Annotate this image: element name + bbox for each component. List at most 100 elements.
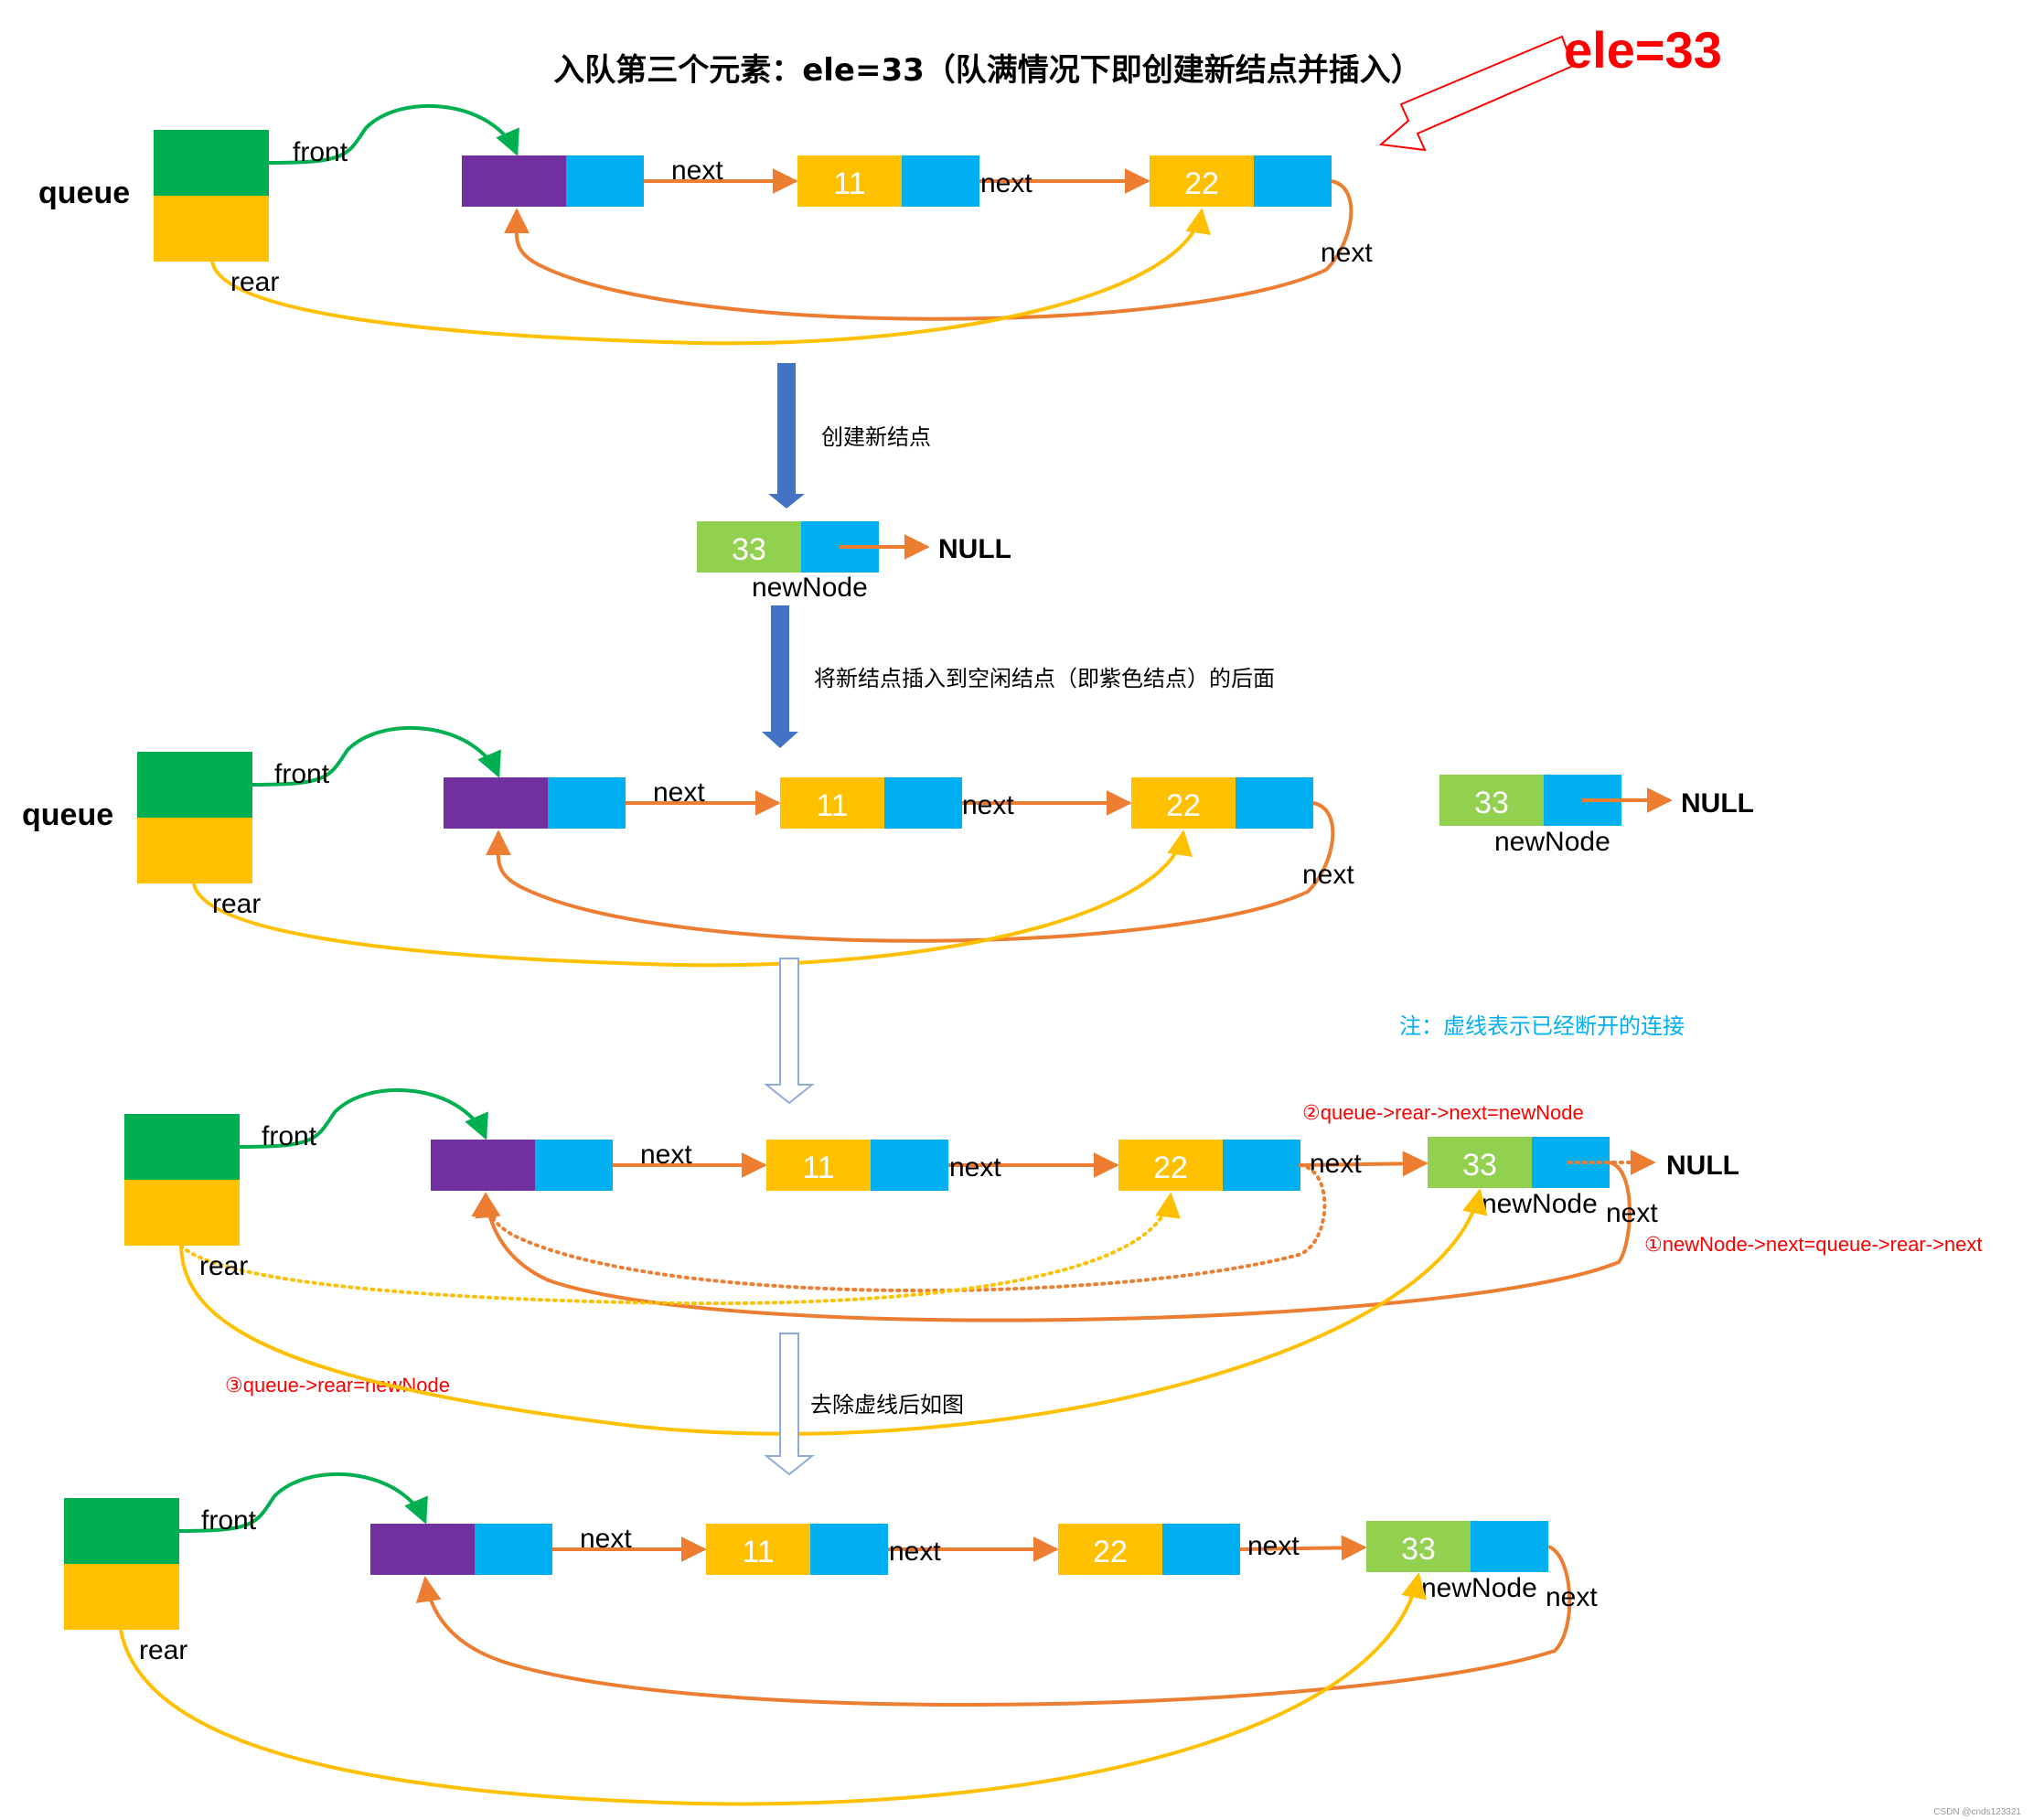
node-11-value: 11 [816,788,848,823]
new-node-data [1366,1521,1471,1572]
node-11-next [884,777,962,829]
next-label: next [1310,1149,1362,1179]
node-11-data [706,1524,810,1575]
rear-label: rear [212,889,261,919]
broken-rear-link [179,1192,1181,1306]
new-node-label: newNode [1421,1573,1537,1603]
node-11-value: 11 [742,1535,774,1569]
step-create-node: 创建新结点 33 NULL newNode [697,363,1011,603]
next-label: next [980,168,1033,198]
node-11-value: 11 [833,166,865,201]
next-label: next [1247,1531,1300,1561]
node-22-next [1223,1140,1300,1191]
front-arrow [239,1087,488,1149]
annotation-step-3: ③queue->rear=newNode [225,1374,450,1397]
annotation-step-2: ②queue->rear->next=newNode [1302,1101,1584,1124]
queue-rear-cell [154,196,269,262]
circular-next-arrow [503,179,1354,321]
next-label: next [949,1152,1001,1183]
empty-node-data [431,1140,535,1191]
node-22-next [1236,777,1313,829]
next-label: next [580,1524,632,1554]
empty-node-next [566,155,644,207]
new-node-next [1471,1521,1548,1572]
step-label: 去除虚线后如图 [810,1392,964,1418]
ele-pointer-arrow [1378,35,1575,152]
queue-label: queue [22,798,113,832]
queue-front-cell [124,1114,240,1180]
rear-arrow [119,1572,1427,1806]
watermark: CSDN @cnds123321 [1933,1807,2021,1817]
panel-linking-steps: 11 22 33 newNode NULL ②queue->rear->next… [124,1087,1983,1436]
queue-label: queue [38,176,130,210]
next-label: next [1302,860,1354,890]
new-node-label: newNode [1482,1189,1598,1219]
new-node-data [1428,1137,1532,1188]
broken-circular-link [471,1163,1327,1293]
next-arrow [1239,1535,1367,1561]
node-11-data [780,777,884,829]
queue-rear-cell [137,818,252,883]
new-node-label: newNode [752,573,868,603]
empty-node-data [444,777,548,829]
new-node-value: 33 [1462,1148,1497,1183]
front-label: front [293,137,348,167]
circular-next-arrow [415,1545,1572,1707]
front-arrow [178,1472,428,1533]
empty-node-next [475,1524,552,1575]
null-label: NULL [1666,1151,1739,1181]
diagram-title: 入队第三个元素：ele=33（队满情况下即创建新结点并插入） [553,52,1422,89]
step-down-arrow [762,605,798,748]
front-label: front [274,759,330,789]
node-11-value: 11 [802,1151,834,1185]
node-22-next [1254,155,1332,207]
node-22-data [1150,155,1254,207]
panel-initial-state: queue 11 22 front next next next rear [38,103,1373,346]
node-22-data [1058,1524,1162,1575]
panel-final-state: 11 22 33 newNode front next next next ne… [64,1472,1598,1806]
new-next-link [1300,1151,1428,1177]
circular-next-arrow [485,801,1335,943]
node-22-value: 22 [1093,1535,1128,1569]
annotation-step-1: ①newNode->next=queue->rear->next [1644,1233,1983,1256]
null-label: NULL [938,534,1011,564]
new-node-value: 33 [732,532,766,567]
step-down-arrow [768,363,805,509]
front-label: front [262,1121,317,1151]
dashed-note: 注：虚线表示已经断开的连接 [1399,1013,1685,1039]
queue-front-cell [64,1498,179,1564]
rear-label: rear [230,267,279,297]
new-circular-link [475,1161,1632,1322]
new-node-data [1439,775,1544,826]
rear-arrow [192,830,1193,968]
node-11-data [766,1140,871,1191]
new-node-value: 33 [1401,1532,1436,1567]
queue-rear-cell [124,1180,240,1246]
queue-front-cell [154,130,269,196]
new-node-data [697,521,801,573]
node-22-value: 22 [1184,166,1219,201]
node-22-data [1131,777,1236,829]
rear-arrow [210,208,1211,346]
empty-node-next [535,1140,613,1191]
queue-front-cell [137,752,252,818]
node-22-value: 22 [1153,1151,1188,1185]
queue-rear-cell [64,1564,179,1630]
rear-label: rear [139,1635,187,1665]
next-label: next [1606,1198,1658,1228]
step-hollow-arrow [764,1333,815,1476]
empty-node-next [548,777,626,829]
new-node-value: 33 [1474,786,1509,820]
next-label: next [671,155,723,186]
node-11-next [871,1140,948,1191]
step-label: 创建新结点 [821,424,931,450]
empty-node-data [370,1524,475,1575]
node-22-value: 22 [1166,788,1201,823]
step-insert-node: 将新结点插入到空闲结点（即紫色结点）的后面 [762,605,1275,748]
front-label: front [201,1505,257,1536]
rear-label: rear [199,1251,248,1281]
node-11-next [810,1524,888,1575]
rear-arrow [179,1188,1488,1436]
null-label: NULL [1681,788,1754,819]
